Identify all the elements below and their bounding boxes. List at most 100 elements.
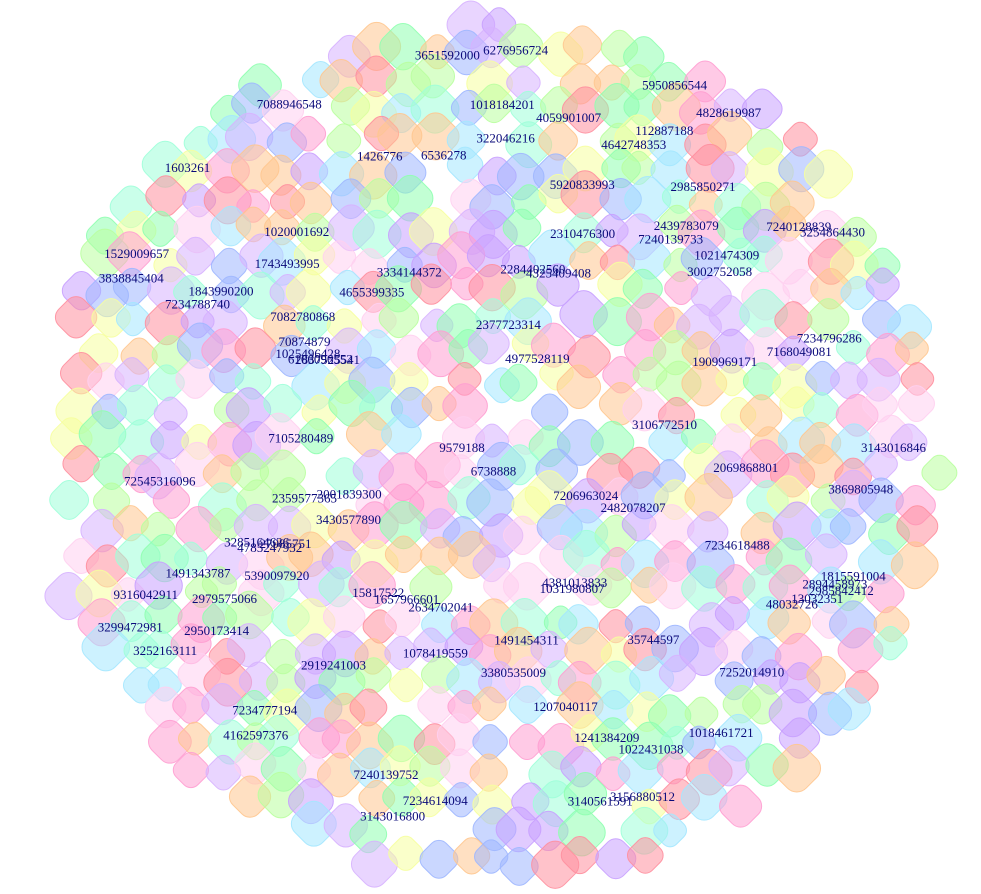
node-card — [530, 322, 577, 368]
node-id-label: 2979575066 — [192, 591, 258, 606]
node-card — [499, 363, 538, 402]
node-card — [290, 115, 327, 152]
node-id-label: 72545316096 — [124, 473, 196, 488]
node-card — [411, 112, 460, 161]
node-card — [806, 655, 846, 696]
node-card — [782, 121, 818, 157]
node-card — [350, 747, 391, 789]
node-card — [510, 90, 547, 128]
node-card — [804, 533, 848, 576]
node-id-label: 6536278 — [421, 147, 467, 162]
node-card — [290, 152, 329, 191]
node-card — [594, 690, 634, 730]
node-card — [470, 26, 512, 69]
node-id-label: 1491343787 — [166, 566, 232, 581]
node-card — [446, 120, 486, 160]
node-card — [710, 151, 749, 189]
node-card — [684, 696, 719, 731]
node-id-label: 3140561591 — [568, 794, 633, 809]
node-card — [355, 657, 392, 694]
node-id-label: 4381013833 — [542, 575, 607, 590]
node-card — [856, 357, 901, 402]
node-labels-layer: 1603261279857516536278130323511581752231… — [98, 42, 927, 823]
node-card — [153, 396, 188, 431]
node-card — [201, 328, 247, 373]
node-card — [379, 22, 427, 71]
node-card — [348, 561, 396, 609]
node-id-label: 4325409408 — [526, 266, 591, 281]
node-card — [499, 444, 541, 486]
node-id-label: 4977528119 — [505, 351, 570, 366]
node-card — [658, 654, 697, 692]
node-card — [472, 724, 508, 760]
node-card — [409, 777, 450, 818]
node-card — [177, 721, 212, 756]
node-card — [782, 268, 819, 305]
node-id-label: 2837525541 — [295, 352, 360, 367]
node-id-label: 27985751 — [260, 536, 312, 551]
node-id-label: 1031980807 — [540, 581, 606, 596]
node-id-label: 3002752058 — [687, 264, 752, 279]
node-id-label: 1078419559 — [403, 645, 468, 660]
node-card — [467, 322, 510, 365]
node-id-label: 2439783079 — [654, 218, 719, 233]
node-id-label: 1020001692 — [264, 224, 329, 239]
node-card — [172, 686, 210, 724]
node-id-label: 7240139752 — [354, 767, 419, 782]
node-card — [379, 745, 421, 787]
node-card — [352, 209, 402, 259]
node-id-label: 3380535009 — [481, 665, 546, 680]
node-card — [238, 661, 279, 701]
node-id-label: 3651592000 — [415, 48, 480, 63]
node-card — [374, 265, 422, 313]
node-card — [498, 23, 544, 68]
node-id-label: 2985842412 — [809, 583, 874, 598]
node-card — [864, 447, 898, 481]
node-card — [442, 383, 488, 429]
node-id-label: 7168049081 — [767, 344, 832, 359]
node-card — [144, 301, 189, 346]
node-card — [175, 505, 222, 553]
node-card — [898, 385, 935, 423]
node-id-label: 5390097920 — [244, 568, 309, 583]
node-card — [560, 836, 599, 875]
node-card — [469, 753, 508, 792]
node-card — [419, 839, 459, 879]
node-card — [349, 688, 388, 727]
node-card — [410, 53, 456, 99]
node-card — [556, 364, 602, 410]
node-id-label: 322046216 — [476, 130, 535, 145]
node-card — [234, 327, 277, 370]
node-id-label: 3143016800 — [360, 809, 425, 824]
node-id-label: 1021474309 — [694, 247, 759, 262]
node-card — [410, 263, 452, 305]
node-cards-layer — [44, 0, 958, 889]
node-id-label: 35744597 — [627, 632, 680, 647]
node-card — [409, 565, 453, 609]
node-card — [81, 622, 131, 672]
node-id-label: 2001839300 — [317, 487, 382, 502]
node-card — [54, 296, 98, 339]
node-card — [502, 562, 552, 611]
node-card — [326, 123, 362, 159]
node-id-label: 7240139733 — [638, 232, 703, 247]
node-card — [681, 360, 728, 407]
node-card — [774, 301, 813, 340]
node-id-label: 1529009657 — [104, 246, 170, 261]
node-card — [378, 297, 420, 339]
node-card — [503, 515, 543, 556]
node-card — [144, 686, 187, 729]
node-card — [653, 813, 687, 848]
node-card — [770, 205, 807, 242]
node-id-label: 112887188 — [635, 123, 693, 138]
node-id-label: 2950173414 — [184, 623, 250, 638]
node-id-label: 1426776 — [357, 149, 403, 164]
node-id-label: 2359577365 — [272, 490, 337, 505]
node-id-label: 1603261 — [165, 160, 211, 175]
node-card — [562, 529, 611, 578]
node-card — [617, 747, 664, 794]
node-card — [254, 412, 303, 461]
node-card — [591, 717, 635, 761]
node-card — [900, 362, 935, 396]
node-id-label: 2377723314 — [476, 317, 542, 332]
